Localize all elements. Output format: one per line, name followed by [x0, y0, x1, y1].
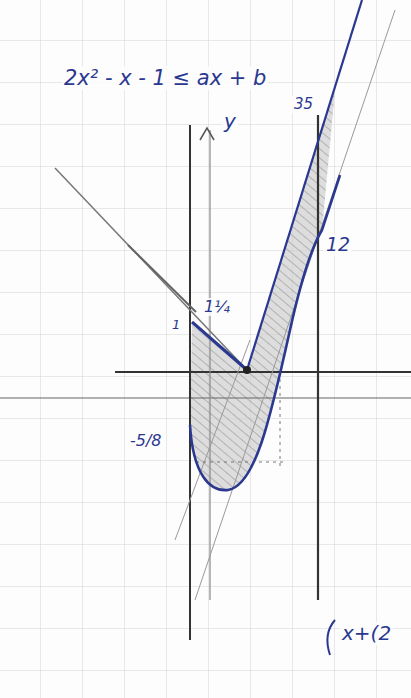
axis-label: y: [222, 110, 238, 133]
value-label: -5/8: [128, 432, 164, 450]
value-label: 12: [324, 234, 352, 256]
inequality-title: 2x² - x - 1 ≤ ax + b: [62, 66, 268, 90]
value-label: 1¼: [202, 298, 232, 316]
value-label: 35: [292, 96, 315, 113]
tick-label: 1: [170, 318, 182, 333]
partial-note: x+(2: [340, 622, 393, 645]
